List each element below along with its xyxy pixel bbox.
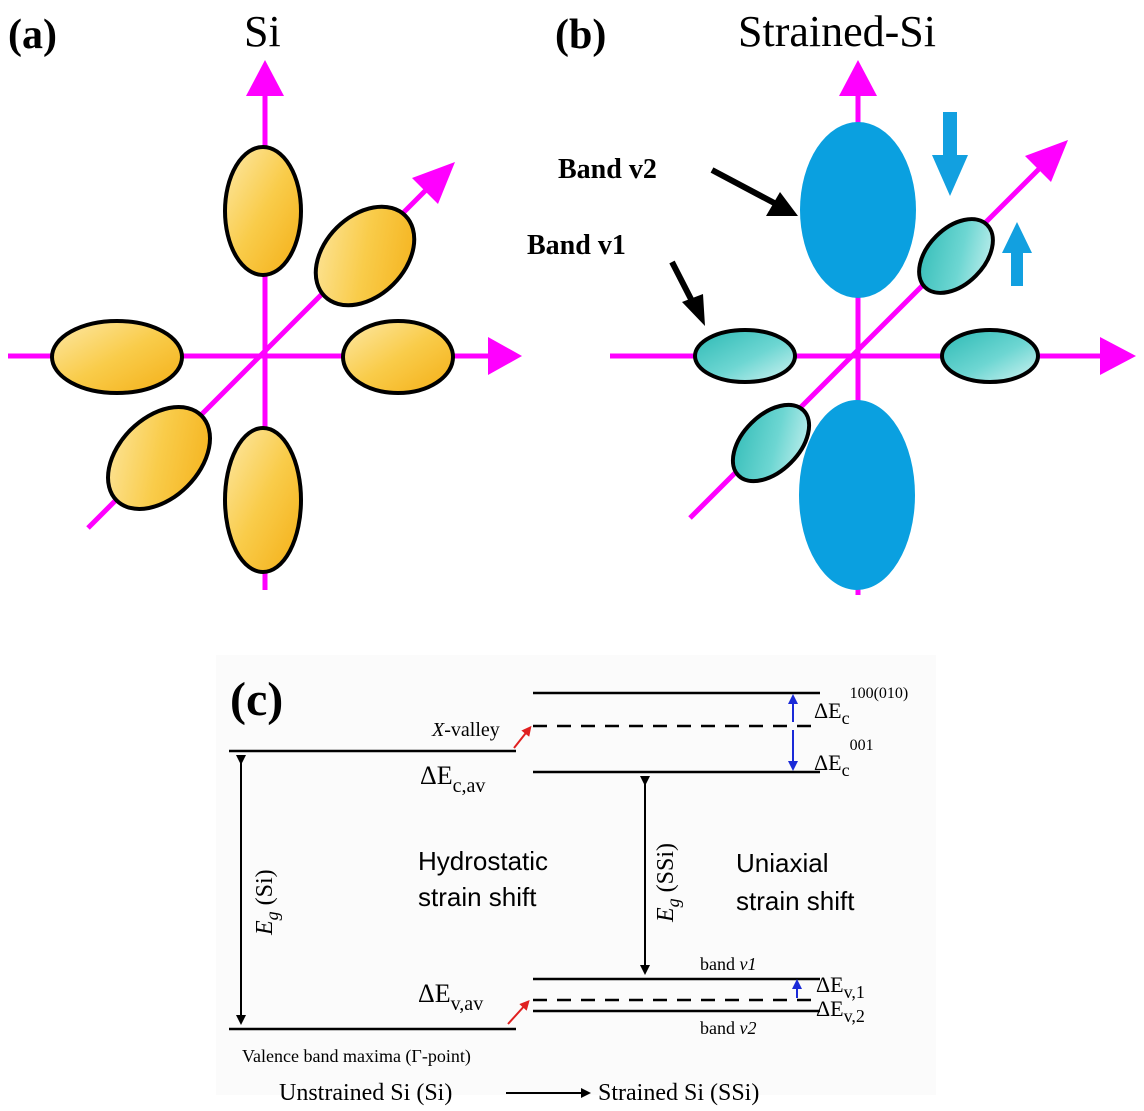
y-axis-arrowhead [839, 60, 877, 96]
valley-upper-right [917, 217, 995, 295]
delta-ec-av-label: ΔEc,av [420, 761, 485, 797]
delta-ev-av-label: ΔEv,av [418, 979, 483, 1015]
hydrostatic-line-2: strain shift [418, 882, 537, 912]
valley-upper-right [313, 204, 417, 308]
valence-shift-arrow [507, 1000, 530, 1025]
panel-a-title: Si [244, 7, 281, 56]
valley-left [693, 328, 797, 384]
z-axis-arrowhead [412, 162, 455, 204]
panel-b-title: Strained-Si [738, 7, 936, 56]
delta-ev1-label: ΔEv,1 [816, 972, 865, 1002]
panel-b-band-v2-valleys [799, 122, 916, 590]
delta-ev2-label: ΔEv,2 [816, 996, 865, 1026]
panel-b-label: (b) [555, 12, 606, 58]
valley-bottom [223, 426, 303, 574]
delta-ec-100-label: ΔEc100(010) [814, 685, 908, 728]
panel-b-band-v1-valleys [693, 217, 1040, 484]
valley-bottom-large [799, 400, 915, 590]
band-v1-arrowhead [682, 294, 705, 326]
delta-ec-001-label: ΔEc001 [814, 737, 874, 780]
valley-right [940, 328, 1040, 384]
strained-label: Strained Si (SSi) [598, 1080, 759, 1106]
valley-top [223, 145, 303, 277]
valley-right [341, 319, 455, 395]
valence-band-maxima-label: Valence band maxima (Γ-point) [242, 1046, 471, 1067]
uniaxial-line-2: strain shift [736, 886, 855, 916]
band-v1-arrow-shaft [669, 260, 697, 307]
up-strain-arrow [1002, 222, 1032, 286]
panel-c-label: (c) [230, 673, 283, 726]
band-v2-arrowhead [766, 192, 798, 216]
valley-left [50, 319, 184, 395]
x-valley-shift-arrow [513, 725, 532, 749]
panel-b-pointers: Band v2 Band v1 [527, 154, 798, 326]
uniaxial-line-1: Uniaxial [736, 848, 829, 878]
x-axis-arrowhead [488, 337, 522, 375]
panel-a-label: (a) [8, 12, 57, 58]
eg-si-label: Eg (Si) [252, 869, 282, 936]
x-axis-arrowhead [1100, 337, 1136, 375]
down-strain-arrow [932, 112, 968, 196]
band-v2-label: Band v2 [558, 154, 657, 185]
band-v2-arrow-shaft [710, 167, 780, 208]
y-axis-arrowhead [246, 60, 284, 96]
z-axis-arrowhead [1025, 140, 1068, 182]
unstrained-label: Unstrained Si (Si) [279, 1080, 452, 1106]
valley-lower-left [106, 405, 212, 511]
panel-b: (b) Strained-Si Band v [527, 7, 1136, 595]
panel-b-strain-arrows [932, 112, 1032, 286]
panel-a-valleys [50, 145, 455, 574]
band-v1-caption: band v1 [700, 954, 757, 974]
energy-levels [229, 691, 820, 1031]
band-v2-caption: band v2 [700, 1018, 757, 1038]
valley-lower-left [730, 402, 812, 484]
x-valley-label: X-valley [431, 719, 500, 741]
band-v1-label: Band v1 [527, 230, 626, 261]
eg-ssi-label: Eg (SSi) [653, 843, 683, 923]
valley-top-large [800, 122, 916, 298]
hydrostatic-line-1: Hydrostatic [418, 846, 548, 876]
panel-c: (c) X-valley ΔEc,av ΔEc100(010) ΔEc001 [216, 655, 936, 1106]
panel-a: (a) Si [8, 7, 522, 590]
panel-c-background [216, 655, 936, 1095]
